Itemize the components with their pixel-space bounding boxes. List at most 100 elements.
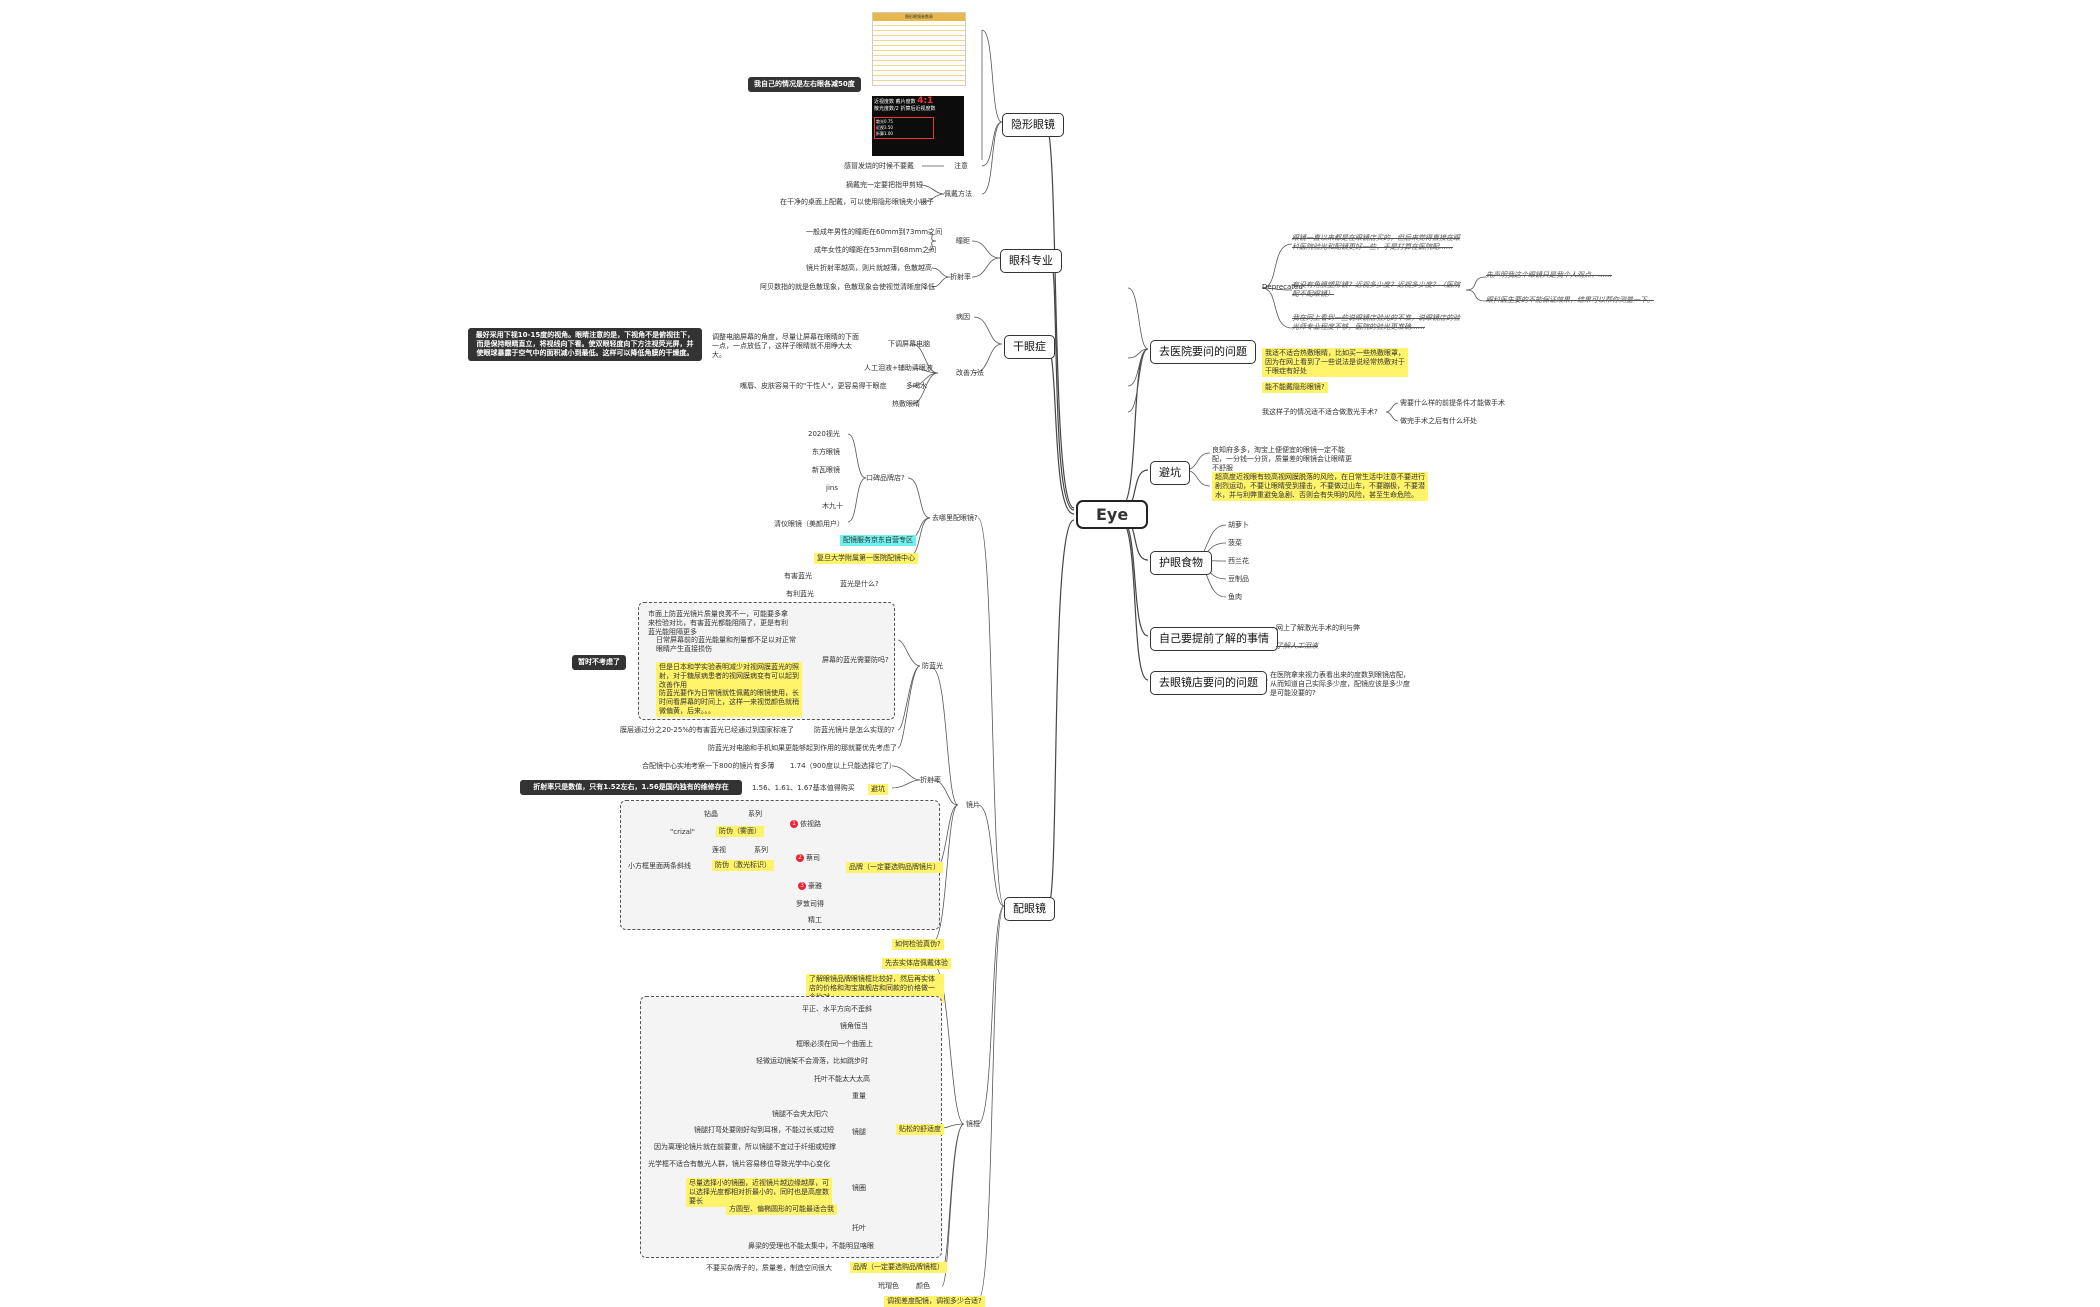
lens-refractive-index[interactable]: 折射率 (920, 776, 941, 784)
dry-artificial-tears[interactable]: 人工泪液+辅助清眼液 (864, 364, 933, 372)
frame-fit-comfort[interactable]: 贴松的舒适度 (896, 1124, 944, 1135)
ophth-pd-male[interactable]: 一般成年男性的瞳距在60mm到73mm之间 (806, 228, 943, 236)
zeiss-lianshi[interactable]: 莲视 (712, 846, 726, 854)
frame-temples[interactable]: 镜腿 (852, 1128, 866, 1136)
branch-avoid-pitfalls[interactable]: 避坑 (1150, 461, 1190, 485)
root-topic[interactable]: Eye (1076, 500, 1149, 529)
contact-trim-nails[interactable]: 摘戴完一定要把指甲剪短 (846, 181, 923, 189)
blue-light-standard[interactable]: 膜层通过分之20-25%的有害蓝光已经通过到国家标准了 (620, 726, 794, 734)
refraction-dark-note[interactable]: 折射率只是数值，只有1.52左右，1.56是国内独有的维修存在 (520, 780, 742, 795)
prepare-artificial-tears[interactable]: 了解人工泪液 (1276, 642, 1318, 650)
contact-clean-table[interactable]: 在干净的桌面上配戴，可以使用隐形眼镜夹小镊子 (780, 198, 934, 206)
ophth-pd-female[interactable]: 成年女性的瞳距在53mm到68mm之间 (814, 246, 937, 254)
glasses-adjust[interactable]: 调视差度配镜，调视多少合适? (884, 1296, 985, 1307)
refraction-visit-center[interactable]: 合配镜中心实地考察一下800的镜片有多薄 (642, 762, 775, 770)
store-item[interactable]: jins (826, 484, 838, 492)
laser-prerequisites[interactable]: 需要什么样的前提条件才能做手术 (1400, 399, 1505, 407)
ophth-abbe-number[interactable]: 阿贝数指的就是色散现象，色散现象会使视觉清晰度降低 (760, 283, 935, 291)
glasses-brand-stores[interactable]: 口碑品牌店? (866, 474, 905, 482)
branch-contact-lens[interactable]: 隐形眼镜 (1002, 113, 1064, 137)
brand-zeiss[interactable]: 蔡司 (806, 854, 820, 862)
deprecated-item[interactable]: 眼镜一直以来都是在眼镜店买的，但后来觉得直接在眼科医院验光和配镜更好一些，于是打… (1292, 234, 1460, 251)
temple-item[interactable]: 镜腿打弯处要刚好勾到耳根，不能过长或过短 (694, 1126, 834, 1134)
frame-brand[interactable]: 品牌（一定要选购品牌镜框） (850, 1262, 947, 1273)
temple-item[interactable]: 因为离理论镜片就在前要重，所以镜腿不宜过于纤细或短撑 (654, 1143, 836, 1151)
frame-color[interactable]: 颜色 (916, 1282, 930, 1290)
essilor-crystal[interactable]: 钻晶 (704, 810, 718, 818)
frame-rim[interactable]: 镜圈 (852, 1184, 866, 1192)
rim-item[interactable]: 方圆型、偏椭圆形的可能最适合我 (726, 1204, 837, 1215)
fit-item[interactable]: 框眼必须在同一个曲面上 (796, 1040, 873, 1048)
question-hot-compress[interactable]: 我适不适合热敷眼睛，比如买一些热敷眼罩，因为在网上看到了一些说法是说经常热敷对于… (1262, 348, 1408, 377)
glasses-frame[interactable]: 镜框 (966, 1120, 980, 1128)
blue-light-note[interactable]: 市面上防蓝光镜片质量良莠不一，可能要多拿来检验对比，有害蓝光都能阻隔了，更是有利… (648, 610, 788, 636)
ophth-refractive-index[interactable]: 折射率 (950, 273, 971, 281)
store-item[interactable]: 2020视光 (808, 430, 840, 438)
branch-hospital-questions[interactable]: 去医院要问的问题 (1150, 340, 1256, 364)
contact-wearing-method[interactable]: 佩戴方法 (944, 190, 972, 198)
food-item[interactable]: 胡萝卜 (1228, 521, 1249, 529)
lens-brand[interactable]: 品牌（一定要选购品牌镜片） (846, 862, 943, 873)
lens-anti-blue-light[interactable]: 防蓝光 (922, 662, 943, 670)
fit-item[interactable]: 重量 (852, 1092, 866, 1100)
frame-try-on[interactable]: 先去实体店佩戴体验 (882, 958, 951, 969)
refraction-values[interactable]: 1.56、1.61、1.67基本值得购买 (752, 784, 855, 792)
fit-item[interactable]: 托叶不能太大太高 (814, 1075, 870, 1083)
screen-blue-light-question[interactable]: 屏幕的蓝光需要防吗? (822, 656, 889, 664)
store-item[interactable]: 清仪眼镜（美颜用户） (774, 520, 844, 528)
contact-notice[interactable]: 注意 (954, 162, 968, 170)
essilor-anti-fake[interactable]: 防伪（雾面） (716, 826, 764, 837)
fit-item[interactable]: 镜角恒当 (840, 1022, 868, 1030)
blue-light-note[interactable]: 防蓝光要作为日常镜就性佩戴的眼镜使用，长时间看屏幕的时间上，这样一来视觉颜色就稍… (656, 688, 802, 717)
blue-light-note[interactable]: 但是日本和学实验表明减少对视网膜蓝光的照射，对于糖尿病患者的视网膜病变有可以起到… (656, 662, 802, 691)
avoid-retinal-detachment[interactable]: 超高度近视眼有较高视网膜脱落的风险，在日常生活中注意不要进行剧烈运动，不要让眼睛… (1212, 472, 1428, 501)
food-item[interactable]: 西兰花 (1228, 557, 1249, 565)
brand-rodenstock[interactable]: 罗敦司得 (796, 900, 824, 908)
branch-ophthalmology[interactable]: 眼科专业 (1000, 249, 1062, 273)
deprecated-item[interactable]: 眼科医生要的不能保证效果，结果可以帮你测量一下。 (1486, 296, 1654, 304)
dry-improve-methods[interactable]: 改善方法 (956, 369, 984, 377)
zeiss-anti-fake-mark[interactable]: 小方框里面两条斜线 (628, 862, 691, 870)
branch-dry-eye[interactable]: 干眼症 (1004, 335, 1055, 359)
food-item[interactable]: 菠菜 (1228, 539, 1242, 547)
frame-color-value[interactable]: 玳瑁色 (878, 1282, 899, 1290)
frame-nose-pads[interactable]: 托叶 (852, 1224, 866, 1232)
harmful-blue-light[interactable]: 有害蓝光 (784, 572, 812, 580)
food-item[interactable]: 豆制品 (1228, 575, 1249, 583)
dry-cause[interactable]: 病因 (956, 313, 970, 321)
deprecated-item[interactable]: 我在网上看到一些说眼镜店验光的不准，说眼镜店的验光师专业程度不够，医院的验光更准… (1292, 314, 1460, 331)
essilor-series[interactable]: 系列 (748, 810, 762, 818)
branch-glasses[interactable]: 配眼镜 (1004, 897, 1055, 921)
store-item[interactable]: 木九十 (822, 502, 843, 510)
dry-drink-water[interactable]: 多喝水 (906, 382, 927, 390)
glasses-jd-service[interactable]: 配镜服务京东自营专区 (840, 535, 916, 546)
beneficial-blue-light[interactable]: 有利蓝光 (786, 590, 814, 598)
branch-optician-questions[interactable]: 去眼镜店要问的问题 (1150, 671, 1267, 695)
question-laser-surgery[interactable]: 我这样子的情况适不适合做激光手术? (1262, 408, 1378, 416)
blue-light-note[interactable]: 日常屏幕前的蓝光能量和剂量都不足以对正常眼睛产生直接损伤 (656, 636, 796, 653)
glasses-where[interactable]: 去哪里配眼镜? (932, 514, 978, 522)
deprecated-item[interactable]: 先声明我这个眼镜只是我个人观点，…… (1486, 271, 1612, 279)
rim-item[interactable]: 尽量选择小的镜圈，近视镜片越边缘越厚，可以选择光度都相对折最小的，同时也是高度数… (686, 1178, 832, 1207)
refraction-avoid[interactable]: 避坑 (868, 784, 888, 795)
essilor-crizal[interactable]: "crizal" (670, 828, 696, 836)
fit-item[interactable]: 轻微运动镜架不会滑落，比如跳步时 (756, 1057, 868, 1065)
optician-question[interactable]: 在医院拿来视力表看出来的度数到眼镜店配，从而知道自己实际多少度，配镜应该是多少度… (1270, 671, 1410, 697)
blue-light-how[interactable]: 防蓝光镜片是怎么实现的? (814, 726, 895, 734)
contact-own-situation[interactable]: 我自己的情况是左右眼各减50度 (748, 77, 861, 92)
dry-screen-angle-note[interactable]: 调整电脑屏幕的角度，尽量让屏幕在眼睛的下面一点，一点放低了，这样子眼睛就不用睁大… (712, 333, 859, 359)
laser-downsides[interactable]: 做完手术之后有什么坏处 (1400, 417, 1477, 425)
brand-seiko[interactable]: 精工 (808, 916, 822, 924)
dry-viewing-angle-detail[interactable]: 最好采用下视10-15度的视角。眼睛注意的是，下视角不是俯视往下，而是保持眼睛直… (468, 328, 702, 361)
branch-eye-food[interactable]: 护眼食物 (1150, 551, 1212, 575)
question-contact-lens[interactable]: 能不能戴隐形眼镜? (1262, 382, 1328, 393)
contact-no-fever[interactable]: 感冒发烧的时候不要戴 (844, 162, 914, 170)
dry-dry-skin-note[interactable]: 嘴唇、皮肤容易干的"干性人"，更容易得干眼症 (740, 382, 887, 390)
blue-light-what[interactable]: 蓝光是什么? (840, 580, 879, 588)
prepare-laser-pros-cons[interactable]: 网上了解激光手术的利与弊 (1276, 624, 1360, 632)
store-item[interactable]: 新瓦眼镜 (812, 466, 840, 474)
avoid-cheap-glasses[interactable]: 良知府多多，淘宝上便便宜的眼镜一定不能配，一分钱一分货，质量差的眼镜会让眼睛更不… (1212, 446, 1352, 472)
glasses-lens[interactable]: 镜片 (966, 801, 980, 809)
brand-essilor[interactable]: 依视路 (800, 820, 821, 828)
deprecated-topic[interactable]: Deprecated (1262, 283, 1303, 291)
